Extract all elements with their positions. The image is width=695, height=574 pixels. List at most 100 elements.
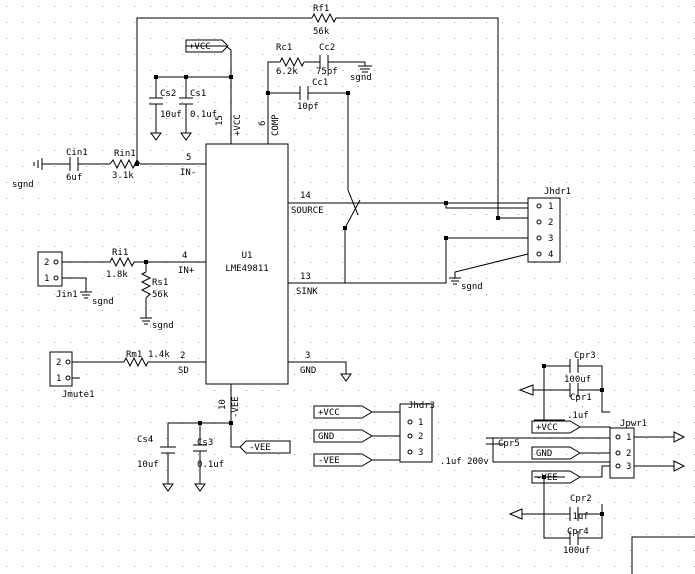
- pin-number-15: 15: [215, 115, 225, 126]
- resistor-rs1: Rs1 56k: [140, 271, 169, 300]
- jin1-pin-2: 2: [44, 258, 49, 268]
- cc2-value: 75pf: [316, 67, 338, 77]
- jhdr3-pin-2: 2: [418, 432, 423, 442]
- sgnd-label-jhdr1: sgnd: [461, 282, 483, 292]
- rin1-value: 3.1k: [112, 171, 134, 181]
- pin-label-comp: COMP: [271, 114, 281, 136]
- ground-triangle-cs1: [180, 132, 192, 141]
- cc1-label: Cc1: [312, 78, 328, 88]
- capacitor-cs2: Cs2 10uf: [149, 89, 182, 120]
- cpr4-label: Cpr4: [567, 527, 589, 537]
- resistor-rm1: Rm1 1.4k: [123, 350, 170, 368]
- sgnd-label-rs1: sgnd: [152, 321, 174, 331]
- cpr5-label: Cpr5: [498, 439, 520, 449]
- cpr1-label: Cpr1: [570, 393, 592, 403]
- capacitor-cpr1: Cpr1 .1uf: [567, 383, 592, 421]
- cs4-value: 10uf: [137, 460, 159, 470]
- jin1-pin-1: 1: [44, 274, 49, 284]
- ic-refdes: U1: [242, 251, 253, 261]
- pin-label-sd: SD: [178, 366, 189, 376]
- port-vee-power-label: -VEE: [536, 473, 558, 483]
- cpr3-value: 100uf: [564, 375, 591, 385]
- port-vee-ic: -VEE: [239, 440, 291, 454]
- ri1-label: Ri1: [112, 248, 128, 258]
- capacitor-cs3: Cs3 0.1uf: [193, 438, 224, 470]
- capacitor-cs1: Cs1 0.1uf: [179, 89, 217, 120]
- cs1-value: 0.1uf: [190, 110, 217, 120]
- cs1-label: Cs1: [190, 89, 206, 99]
- rm1-label: Rm1: [126, 350, 142, 360]
- port-vee-jhdr3-label: -VEE: [318, 456, 340, 466]
- pin-label-in-minus: IN-: [180, 168, 196, 178]
- ic-u1: U1 LME49811 5 IN- 4 IN+ 2 SD 15 +VCC 6 C…: [178, 114, 324, 418]
- capacitor-cpr3: Cpr3 100uf: [564, 351, 596, 385]
- cs3-label: Cs3: [197, 438, 213, 448]
- port-gnd-jhdr3: GND: [313, 429, 373, 443]
- jpwr1-pin-1: 1: [626, 433, 631, 443]
- capacitor-cc2: Cc2 75pf: [316, 43, 338, 77]
- jin1-label: Jin1: [56, 290, 78, 300]
- port-gnd-power: GND: [531, 446, 581, 460]
- cs4-label: Cs4: [137, 435, 153, 445]
- capacitor-cin1: Cin1 6uf: [66, 148, 88, 183]
- port-vee-ic-label: -VEE: [249, 443, 271, 453]
- rs1-label: Rs1: [152, 278, 168, 288]
- cc2-label: Cc2: [319, 43, 335, 53]
- cin1-value: 6uf: [66, 173, 82, 183]
- pin-number-4: 4: [182, 251, 187, 261]
- ground-sgnd-jhdr1: sgnd: [449, 277, 483, 292]
- port-vee-power: -VEE: [531, 470, 581, 484]
- connector-jhdr3: Jhdr3 1 2 3: [399, 401, 435, 463]
- jhdr1-label: Jhdr1: [544, 187, 571, 197]
- ground-triangle-cs3: [194, 483, 206, 492]
- jhdr3-label: Jhdr3: [408, 401, 435, 411]
- pin-number-3: 3: [305, 351, 310, 361]
- pin-label-sink: SINK: [296, 287, 318, 297]
- jhdr3-pin-1: 1: [418, 418, 423, 428]
- jpwr1-pin-2: 2: [626, 449, 631, 459]
- sgnd-label-input: sgnd: [12, 180, 34, 190]
- connector-jmute1: Jmute1 2 1: [49, 351, 95, 400]
- ground-sgnd-rs1: sgnd: [140, 317, 174, 331]
- cin1-label: Cin1: [66, 148, 88, 158]
- port-gnd-power-label: GND: [536, 449, 552, 459]
- pin-label-gnd: GND: [300, 366, 316, 376]
- cs3-value: 0.1uf: [197, 460, 224, 470]
- jmute1-label: Jmute1: [62, 390, 95, 400]
- pin-label-source: SOURCE: [291, 206, 324, 216]
- rs1-value: 56k: [152, 290, 169, 300]
- ri1-value: 1.8k: [106, 270, 128, 280]
- ic-part-number: LME49811: [225, 264, 268, 274]
- cpr1-value: .1uf: [567, 411, 589, 421]
- connector-jhdr1: Jhdr1 1 2 3 4: [527, 187, 571, 263]
- ic-body: [205, 143, 289, 385]
- jpwr1-label: Jpwr1: [620, 419, 647, 429]
- jhdr1-pin-3: 3: [548, 234, 553, 244]
- pin-label-in-plus: IN+: [178, 266, 195, 276]
- resistor-rc1: Rc1 6.2k: [276, 43, 305, 77]
- jhdr3-pin-3: 3: [418, 448, 423, 458]
- resistor-rf1: Rf1 56k: [311, 4, 337, 37]
- port-vee-jhdr3: -VEE: [313, 453, 373, 467]
- rc1-value: 6.2k: [276, 67, 298, 77]
- ground-sgnd-comp: sgnd: [350, 65, 372, 83]
- jmute1-pin-2: 2: [56, 358, 61, 368]
- cpr4-value: 100uf: [563, 546, 590, 556]
- pin-number-6: 6: [258, 121, 268, 126]
- cs2-value: 10uf: [160, 110, 182, 120]
- jmute1-pin-1: 1: [56, 374, 61, 384]
- rm1-value: 1.4k: [148, 350, 170, 360]
- ground-triangle-cs2: [150, 132, 162, 141]
- capacitor-cpr4: Cpr4 100uf: [563, 527, 590, 556]
- ground-triangle-gnd-pin: [340, 373, 352, 382]
- cpr3-label: Cpr3: [574, 351, 596, 361]
- pin-number-10: 10: [218, 399, 228, 410]
- cpr5-value: .1uf 200v: [440, 457, 489, 467]
- port-vcc-power: +VCC: [531, 420, 581, 434]
- rc1-label: Rc1: [276, 43, 292, 53]
- pin-number-2: 2: [180, 351, 185, 361]
- rf1-label: Rf1: [313, 4, 329, 14]
- rin1-label: Rin1: [114, 149, 136, 159]
- pin-number-5: 5: [186, 153, 191, 163]
- ground-sgnd-jin1: sgnd: [80, 291, 114, 307]
